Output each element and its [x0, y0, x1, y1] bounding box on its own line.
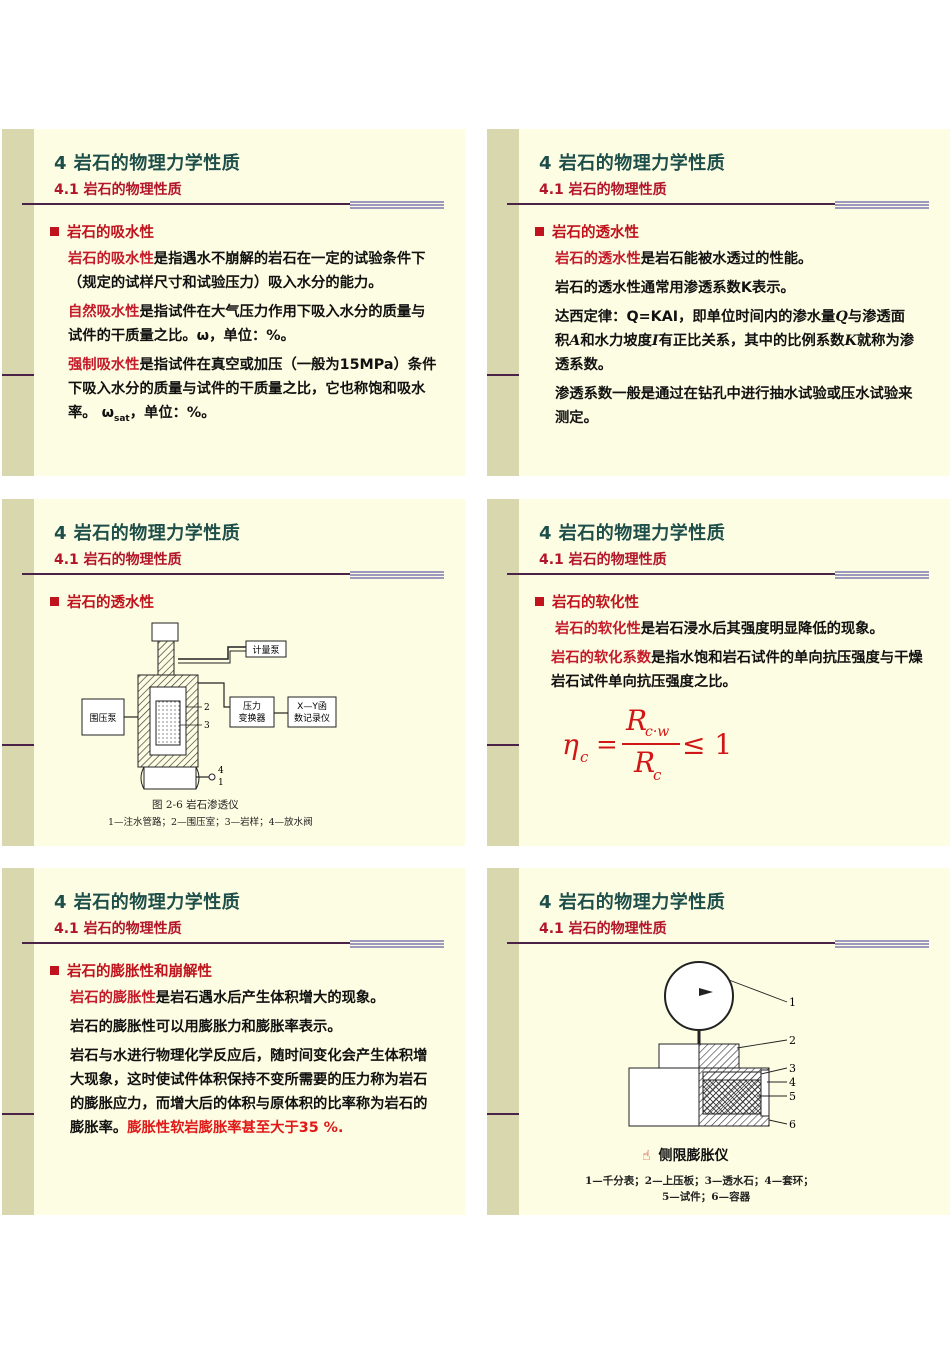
slide-2: 4 岩石的物理力学性质 4.1 岩石的物理性质 岩石的透水性 岩石的透水性是岩石…: [487, 129, 950, 476]
slide-left-bar: [487, 868, 519, 1215]
slide-left-bar: [487, 129, 519, 476]
svg-text:变换器: 变换器: [238, 712, 265, 724]
svg-text:围压泵: 围压泵: [89, 713, 116, 724]
svg-text:4: 4: [218, 766, 224, 776]
bullet-square-icon: [535, 227, 544, 236]
figure-title: ☝侧限膨胀仪: [642, 1148, 729, 1164]
slide-5: 4 岩石的物理力学性质 4.1 岩石的物理性质 岩石的膨胀性和崩解性 岩石的膨胀…: [2, 868, 465, 1215]
svg-text:4: 4: [789, 1076, 796, 1089]
slide-left-bar: [2, 868, 34, 1215]
figure-legend: 1—千分表；2—上压板；3—透水石；4—套环；: [585, 1175, 814, 1187]
slide-body: 岩石的透水性是岩石能被水透过的性能。 岩石的透水性通常用渗透系数K表示。 达西定…: [555, 247, 917, 435]
slide-body: 岩石的膨胀性是岩石遇水后产生体积增大的现象。 岩石的膨胀性可以用膨胀力和膨胀率表…: [70, 986, 436, 1145]
paragraph: 岩石的软化性是岩石浸水后其强度明显降低的现象。: [555, 621, 884, 637]
title-divider: [507, 203, 907, 205]
bullet-square-icon: [535, 597, 544, 606]
slide-subtitle: 4.1 岩石的物理性质: [54, 921, 182, 937]
title-divider: [507, 573, 907, 575]
swelling-apparatus-diagram: 1 2 3 4 5 6: [628, 961, 796, 1131]
svg-text:2: 2: [789, 1034, 796, 1047]
paragraph: 强制吸水性是指试件在真空或加压（一般为15MPa）条件下吸入水分的质量与试件的干…: [68, 357, 437, 424]
slide-body: 岩石的吸水性是指遇水不崩解的岩石在一定的试验条件下（规定的试样尺寸和试验压力）吸…: [68, 247, 438, 436]
figure-caption: 图 2-6 岩石渗透仪: [152, 799, 239, 811]
bullet-square-icon: [50, 227, 59, 236]
paragraph: 岩石的软化系数是指水饱和岩石试件的单向抗压强度与干燥岩石试件单向抗压强度之比。: [551, 650, 923, 690]
figure-legend: 1—注水管路；2—围压室；3—岩样；4—放水阀: [108, 817, 313, 828]
paragraph: 岩石的膨胀性是岩石遇水后产生体积增大的现象。: [70, 990, 385, 1006]
slide-title: 4 岩石的物理力学性质: [539, 153, 726, 174]
section-heading: 岩石的吸水性: [50, 221, 154, 242]
title-divider: [22, 203, 422, 205]
paragraph: 岩石与水进行物理化学反应后，随时间变化会产生体积增大现象，这时使试件体积保持不变…: [70, 1048, 428, 1136]
slide-left-bar: [487, 499, 519, 846]
svg-text:计量泵: 计量泵: [252, 644, 279, 656]
paragraph: 达西定律：Q=KAI，即单位时间内的渗水量Q与渗透面积A和水力坡度I有正比关系，…: [555, 309, 915, 373]
slide-subtitle: 4.1 岩石的物理性质: [539, 921, 667, 937]
slide-subtitle: 4.1 岩石的物理性质: [54, 182, 182, 198]
bullet-square-icon: [50, 597, 59, 606]
section-heading: 岩石的膨胀性和崩解性: [50, 960, 212, 981]
svg-text:数记录仪: 数记录仪: [294, 712, 330, 724]
paragraph: 渗透系数一般是通过在钻孔中进行抽水试验或压水试验来测定。: [555, 386, 913, 426]
bullet-square-icon: [50, 966, 59, 975]
slide-title: 4 岩石的物理力学性质: [539, 892, 726, 913]
section-heading: 岩石的透水性: [535, 221, 639, 242]
title-divider-accent: [835, 201, 929, 209]
paragraph: 自然吸水性是指试件在大气压力作用下吸入水分的质量与试件的干质量之比。ω，单位：%…: [68, 304, 426, 344]
paragraph: 岩石的膨胀性可以用膨胀力和膨胀率表示。: [70, 1019, 342, 1035]
title-divider-accent: [350, 201, 444, 209]
hand-pointer-icon: ☝: [642, 1148, 651, 1164]
slide-1: 4 岩石的物理力学性质 4.1 岩石的物理性质 岩石的吸水性 岩石的吸水性是指遇…: [2, 129, 465, 476]
svg-text:6: 6: [789, 1118, 796, 1131]
svg-text:1: 1: [218, 778, 224, 788]
svg-text:2: 2: [204, 703, 210, 713]
slide-4: 4 岩石的物理力学性质 4.1 岩石的物理性质 岩石的软化性 岩石的软化性是岩石…: [487, 499, 950, 846]
slide-subtitle: 4.1 岩石的物理性质: [539, 552, 667, 568]
paragraph: 岩石的透水性是岩石能被水透过的性能。: [555, 251, 813, 267]
title-divider-accent: [835, 571, 929, 579]
title-divider-accent: [835, 940, 929, 948]
slide-body: 岩石的软化性是岩石浸水后其强度明显降低的现象。 岩石的软化系数是指水饱和岩石试件…: [551, 617, 936, 699]
slide-left-bar: [2, 129, 34, 476]
slide-6: 4 岩石的物理力学性质 4.1 岩石的物理性质 1: [487, 868, 950, 1215]
slide-left-bar: [2, 499, 34, 846]
paragraph: 岩石的透水性通常用渗透系数K表示。: [555, 280, 795, 296]
title-divider: [507, 942, 907, 944]
permeameter-diagram: 计量泵 围压泵 压力 变换器 X—Y函 数记录仪 2 3 4 1: [81, 622, 337, 790]
slide-title: 4 岩石的物理力学性质: [54, 153, 241, 174]
slide-title: 4 岩石的物理力学性质: [539, 523, 726, 544]
section-heading: 岩石的软化性: [535, 591, 639, 612]
svg-text:5: 5: [789, 1090, 796, 1103]
slide-title: 4 岩石的物理力学性质: [54, 523, 241, 544]
slide-subtitle: 4.1 岩石的物理性质: [539, 182, 667, 198]
title-divider-accent: [350, 571, 444, 579]
slide-subtitle: 4.1 岩石的物理性质: [54, 552, 182, 568]
paragraph: 岩石的吸水性是指遇水不崩解的岩石在一定的试验条件下（规定的试样尺寸和试验压力）吸…: [68, 251, 426, 291]
title-divider: [22, 942, 422, 944]
slide-3: 4 岩石的物理力学性质 4.1 岩石的物理性质 岩石的透水性: [2, 499, 465, 846]
section-heading: 岩石的透水性: [50, 591, 154, 612]
slide-title: 4 岩石的物理力学性质: [54, 892, 241, 913]
figure-legend: 5—试件；6—容器: [662, 1191, 751, 1203]
title-divider-accent: [350, 940, 444, 948]
svg-text:压力: 压力: [243, 700, 261, 712]
svg-text:1: 1: [789, 996, 796, 1009]
svg-text:3: 3: [789, 1062, 796, 1075]
svg-text:X—Y函: X—Y函: [297, 701, 327, 712]
title-divider: [22, 573, 422, 575]
svg-text:3: 3: [204, 721, 210, 731]
